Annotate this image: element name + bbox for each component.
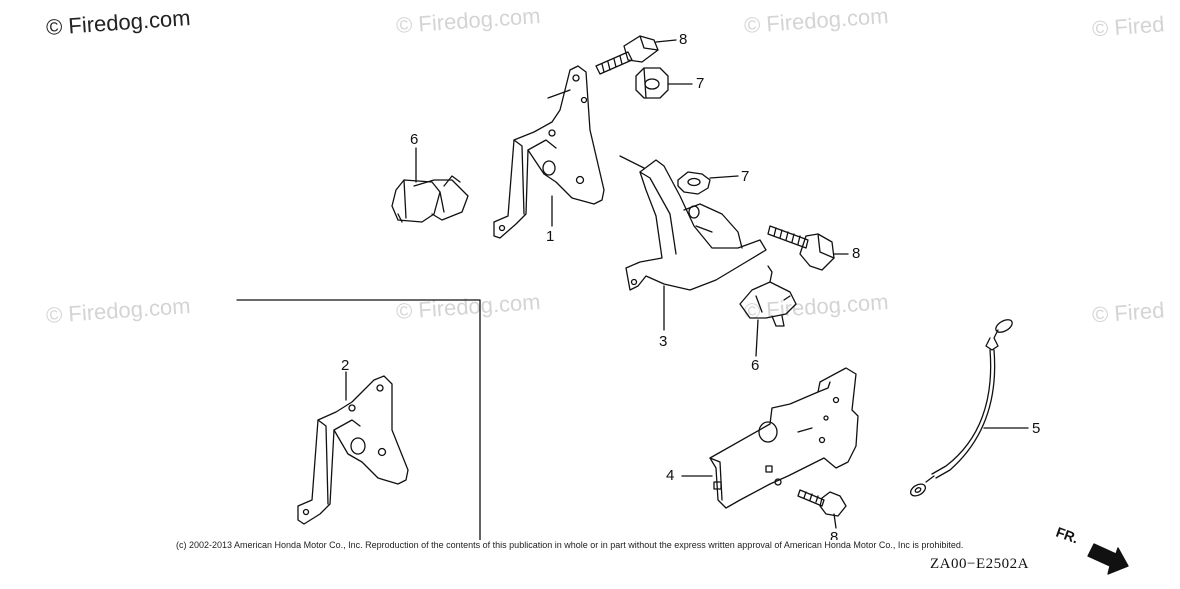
front-arrow [1087, 543, 1129, 575]
callout-6: 6 [751, 357, 760, 374]
copyright-notice: (c) 2002-2013 American Honda Motor Co., … [176, 540, 964, 550]
callout-2: 2 [341, 357, 350, 374]
diagram-code: ZA00−E2502A [930, 556, 1029, 572]
part-2-bracket [297, 375, 409, 525]
callout-1: 1 [546, 228, 555, 245]
part-6-mount [739, 265, 797, 327]
part-1-bracket [493, 65, 605, 239]
part-7-nut [635, 67, 669, 99]
part-8-bolt [797, 489, 847, 517]
callout-5: 5 [1032, 420, 1041, 437]
part-4-plate [709, 367, 859, 509]
callout-3: 3 [659, 333, 668, 350]
callout-8: 8 [852, 245, 861, 262]
part-8-bolt [767, 225, 835, 271]
part-5-cable [909, 319, 1013, 497]
callout-7: 7 [696, 75, 705, 92]
leader-lines [345, 39, 1029, 529]
callout-4: 4 [666, 467, 675, 484]
part-7-nut [677, 171, 711, 195]
part-8-bolt [595, 35, 659, 75]
part-3-bracket [619, 155, 767, 291]
inset-frame [236, 299, 481, 541]
callout-6: 6 [410, 131, 419, 148]
part-6-mount [391, 175, 469, 223]
callout-8: 8 [830, 529, 839, 546]
callout-8: 8 [679, 31, 688, 48]
callout-7: 7 [741, 168, 750, 185]
